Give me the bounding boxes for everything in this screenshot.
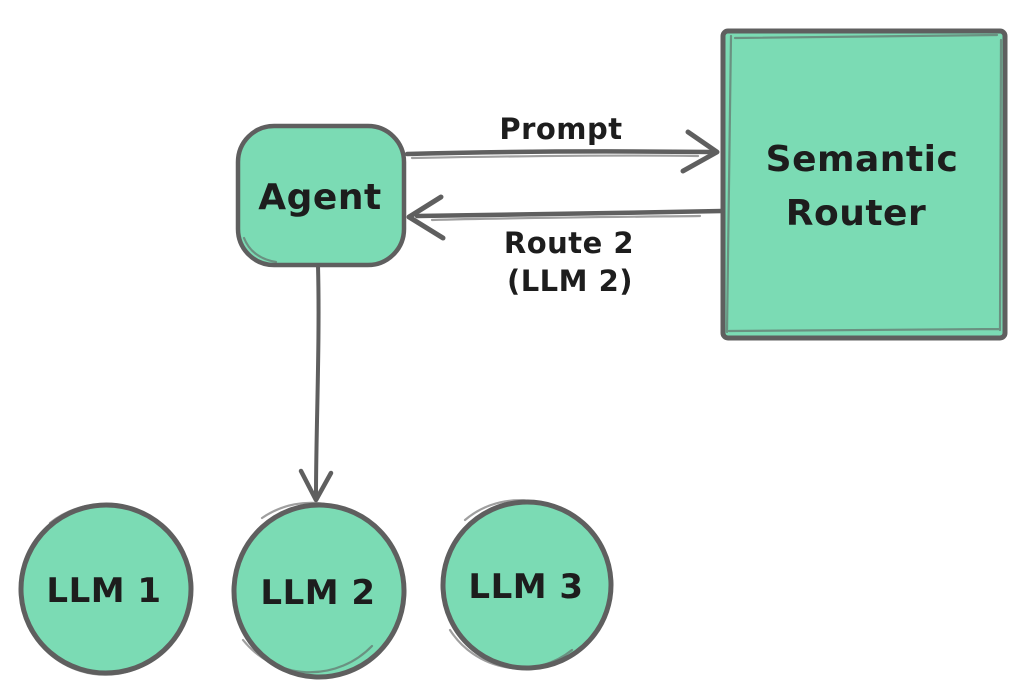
llm1-label: LLM 1	[46, 571, 161, 611]
edge-route: Route 2 (LLM 2)	[406, 194, 725, 298]
semantic-router-box	[720, 28, 1008, 341]
semantic-router-sketch-lines	[725, 33, 1003, 334]
semantic-router-label-line1: Semantic	[766, 139, 959, 180]
llm3-sketch-arcs	[448, 499, 574, 670]
prompt-arrow-line	[404, 149, 717, 157]
route-label-line2: (LLM 2)	[507, 264, 633, 298]
route-arrow-line	[414, 208, 725, 219]
llm3-label: LLM 3	[468, 567, 583, 607]
agent-box	[235, 123, 407, 268]
node-llm2: LLM 2	[231, 501, 407, 680]
route-arrowhead	[406, 194, 446, 241]
llm2-label: LLM 2	[260, 573, 375, 613]
llm2-sketch-arcs	[241, 501, 374, 674]
node-llm1: LLM 1	[18, 502, 194, 676]
prompt-arrow-sketch	[410, 154, 700, 160]
prompt-label: Prompt	[499, 112, 622, 146]
llm1-sketch-arcs	[26, 503, 152, 676]
node-agent: Agent	[235, 123, 407, 268]
agent-llm2-arrowhead	[298, 468, 334, 503]
agent-sketch-lines	[235, 128, 278, 264]
edge-agent-to-llm2	[298, 264, 334, 503]
route-label-line1: Route 2	[504, 226, 634, 260]
route-arrow-sketch	[430, 214, 702, 222]
agent-label: Agent	[258, 177, 381, 218]
node-llm3: LLM 3	[440, 499, 614, 671]
agent-llm2-arrow-line	[314, 264, 321, 496]
llm2-circle	[231, 502, 407, 680]
prompt-arrowhead	[680, 129, 720, 174]
semantic-router-label-line2: Router	[786, 193, 926, 234]
node-semantic-router: Semantic Router	[720, 28, 1008, 341]
edge-prompt: Prompt	[404, 112, 720, 174]
